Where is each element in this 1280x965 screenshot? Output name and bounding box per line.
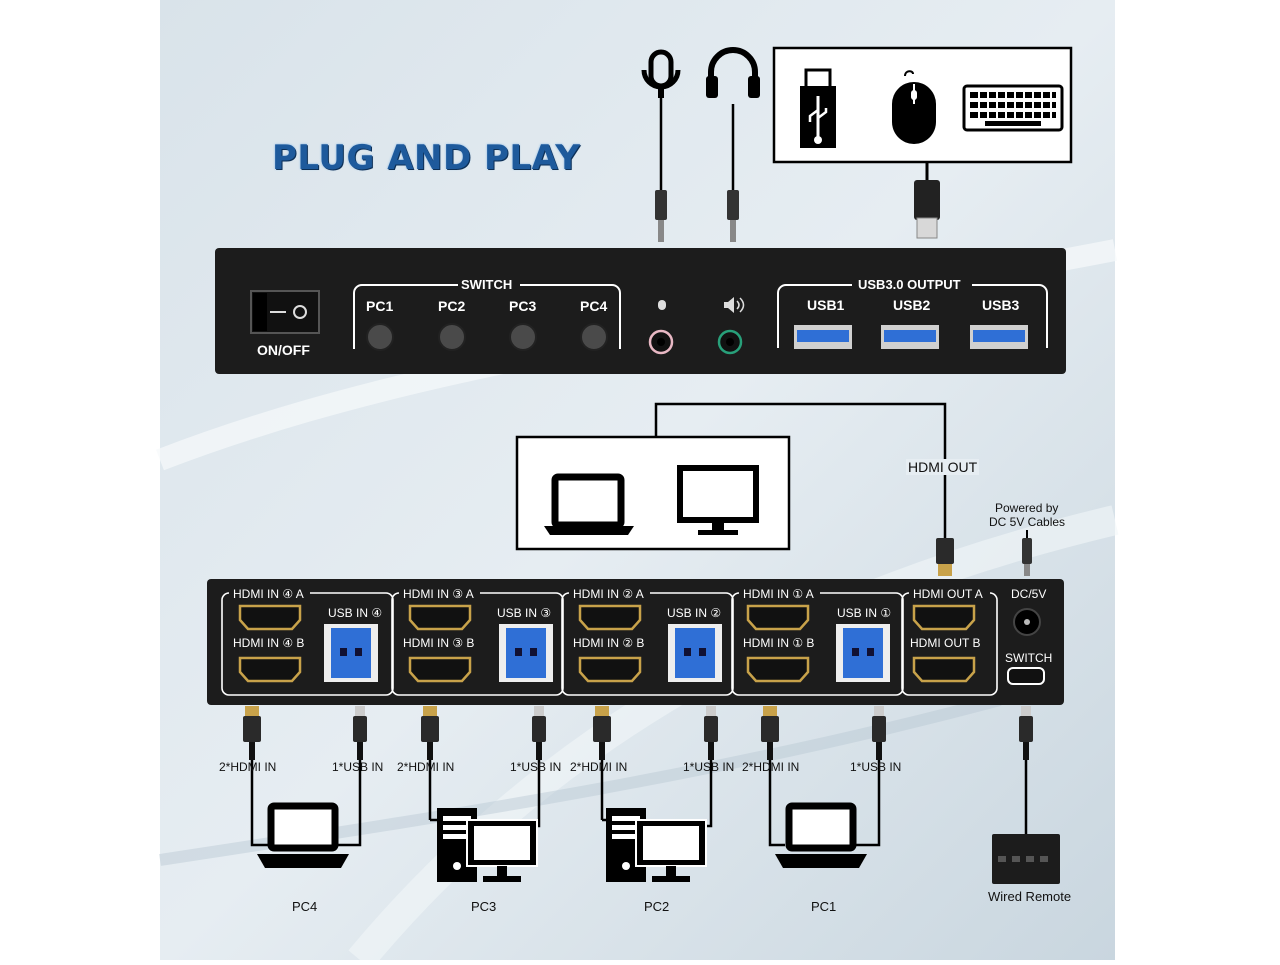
hdmi-in-label-pc2: 2*HDMI IN — [570, 760, 628, 774]
usb-output-label: USB3.0 OUTPUT — [855, 277, 964, 292]
usb-in-label-pc3: 1*USB IN — [510, 760, 562, 774]
hdmi-out-b-label: HDMI OUT B — [910, 636, 981, 650]
pc1-computer-label: PC1 — [811, 899, 837, 914]
mouse-icon — [892, 70, 936, 144]
hdmi-in-2b-label: HDMI IN ② B — [573, 636, 645, 650]
pc4-computer-label: PC4 — [292, 899, 318, 914]
usb3-label: USB3 — [982, 297, 1020, 313]
switch-port — [1007, 667, 1045, 685]
mic-jack — [648, 300, 674, 355]
usb-in-label-pc4: 1*USB IN — [332, 760, 384, 774]
hdmi-in-label-pc3: 2*HDMI IN — [397, 760, 455, 774]
usb-in-label-pc1: 1*USB IN — [850, 760, 902, 774]
usb-b-port-3 — [499, 624, 553, 682]
usb-b-port-4 — [324, 624, 378, 682]
hdmi-in-1a-label: HDMI IN ① A — [743, 587, 814, 601]
usb2-port — [881, 325, 939, 349]
usb-b-port-2 — [668, 624, 722, 682]
laptop-icon-pc1 — [775, 806, 867, 868]
usb3-port — [970, 325, 1028, 349]
pc4-button — [580, 323, 608, 351]
hdmi-cable-pc4 — [243, 706, 268, 847]
remote-cable — [1019, 706, 1033, 836]
laptop-icon-pc4 — [257, 806, 349, 868]
usb-in-4-label: USB IN ④ — [328, 606, 383, 620]
usb1-label: USB1 — [807, 297, 845, 313]
pc4-label: PC4 — [580, 298, 608, 314]
usb-in-label-pc2: 1*USB IN — [683, 760, 735, 774]
usb-drive-icon — [800, 68, 836, 148]
laptop-display-icon — [544, 473, 634, 535]
usb-cable-pc4 — [334, 706, 367, 847]
monitor-icon — [677, 465, 759, 535]
pc3-label: PC3 — [509, 298, 537, 314]
dc-label: DC/5V — [1011, 587, 1047, 601]
pc2-label: PC2 — [438, 298, 466, 314]
headphone-icon — [706, 47, 760, 242]
hdmi-in-2a-label: HDMI IN ② A — [573, 587, 644, 601]
dc-plug-icon — [1022, 530, 1032, 576]
power-note-line2: DC 5V Cables — [989, 515, 1066, 529]
usb-b-port-1 — [836, 624, 890, 682]
usb-in-3-label: USB IN ③ — [497, 606, 552, 620]
usb-in-1-label: USB IN ① — [837, 606, 892, 620]
dc-jack — [1013, 608, 1041, 636]
pc1-button — [366, 323, 394, 351]
headphone-jack — [717, 297, 745, 355]
hdmi-out-plug — [936, 538, 954, 576]
hdmi-in-3b-label: HDMI IN ③ B — [403, 636, 475, 650]
pc1-label: PC1 — [366, 298, 394, 314]
hdmi-in-3a-label: HDMI IN ③ A — [403, 587, 474, 601]
page-title: PLUG AND PLAY — [272, 138, 581, 178]
usb-in-2-label: USB IN ② — [667, 606, 722, 620]
switch-group-label: SWITCH — [458, 277, 516, 292]
wired-remote-label: Wired Remote — [988, 889, 1072, 904]
pc2-button — [438, 323, 466, 351]
pc3-computer-label: PC3 — [471, 899, 497, 914]
usb-a-plug-icon — [914, 162, 940, 239]
power-note-line1: Powered by — [995, 501, 1059, 515]
hdmi-in-4a-label: HDMI IN ④ A — [233, 587, 304, 601]
usb1-port — [794, 325, 852, 349]
hdmi-out-a-label: HDMI OUT A — [913, 587, 983, 601]
usb2-label: USB2 — [893, 297, 931, 313]
pc3-button — [509, 323, 537, 351]
hdmi-in-1b-label: HDMI IN ① B — [743, 636, 815, 650]
hdmi-in-label-pc1: 2*HDMI IN — [742, 760, 800, 774]
power-label: ON/OFF — [257, 342, 310, 358]
switch-port-label: SWITCH — [1005, 651, 1053, 665]
hdmi-in-4b-label: HDMI IN ④ B — [233, 636, 305, 650]
front-panel — [215, 248, 1066, 374]
hdmi-in-label-pc4: 2*HDMI IN — [219, 760, 277, 774]
wired-remote-icon — [992, 834, 1060, 884]
hdmi-out-label: HDMI OUT — [906, 459, 980, 475]
keyboard-icon — [962, 84, 1064, 132]
pc2-computer-label: PC2 — [644, 899, 670, 914]
hdmi-cable-pc1 — [761, 706, 785, 847]
microphone-icon — [641, 49, 681, 242]
power-switch — [250, 290, 320, 334]
usb-cable-pc1 — [852, 706, 886, 847]
